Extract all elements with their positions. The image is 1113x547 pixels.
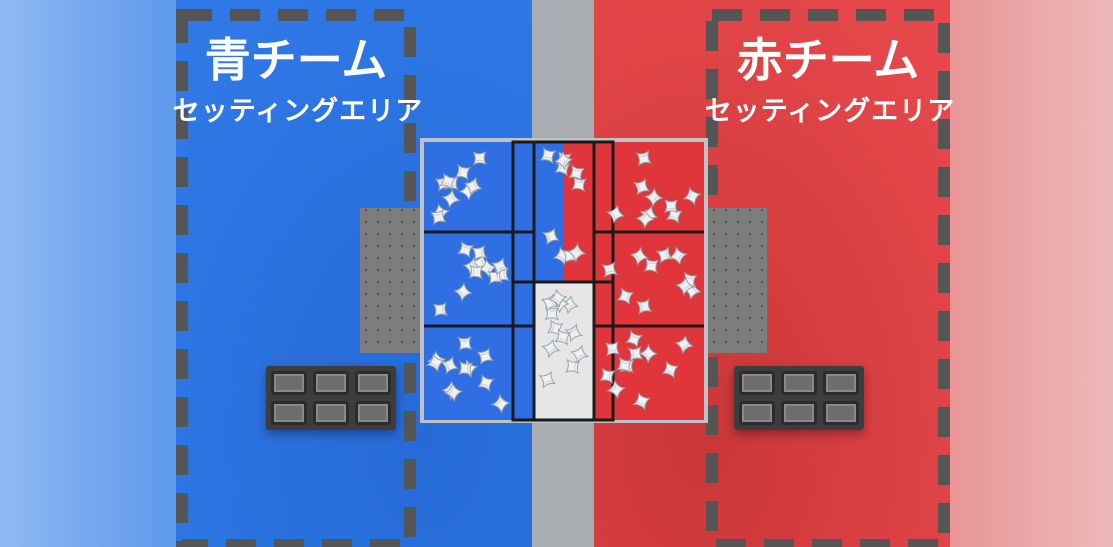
blue-team-subtitle: セッティングエリア [172, 96, 424, 127]
box [271, 371, 307, 395]
box [781, 401, 817, 425]
box [739, 401, 775, 425]
box [355, 401, 391, 425]
cushion-object-icon [600, 368, 615, 384]
blue-box-stack [266, 366, 396, 430]
cushion-object-icon [636, 150, 652, 166]
box [313, 371, 349, 395]
cushion-object-icon [458, 361, 473, 376]
blue-outer-area [0, 0, 176, 547]
box [313, 401, 349, 425]
cushion-object-icon [433, 302, 448, 317]
red-outer-area [950, 0, 1113, 547]
box [355, 371, 391, 395]
cushion-object-icon [458, 336, 472, 351]
box [823, 401, 859, 425]
cushion-object-icon [488, 269, 503, 284]
cushion-object-icon [605, 341, 620, 356]
red-side-platform [705, 208, 767, 353]
blue-team-title: 青チーム [204, 33, 388, 87]
box [823, 371, 859, 395]
cushion-object-icon [471, 245, 487, 261]
cushion-object-icon [664, 199, 678, 213]
field-grid [420, 138, 708, 423]
red-box-stack [734, 366, 864, 430]
box [781, 371, 817, 395]
red-team-title: 赤チーム [736, 33, 920, 87]
cushion-object-icon [571, 176, 587, 192]
box [271, 401, 307, 425]
blue-side-platform [360, 208, 424, 353]
cushion-object-icon [469, 265, 483, 279]
cushion-object-icon [644, 258, 659, 273]
cushion-object-icon [473, 151, 487, 165]
red-team-subtitle: セッティングエリア [704, 96, 956, 127]
box [739, 371, 775, 395]
